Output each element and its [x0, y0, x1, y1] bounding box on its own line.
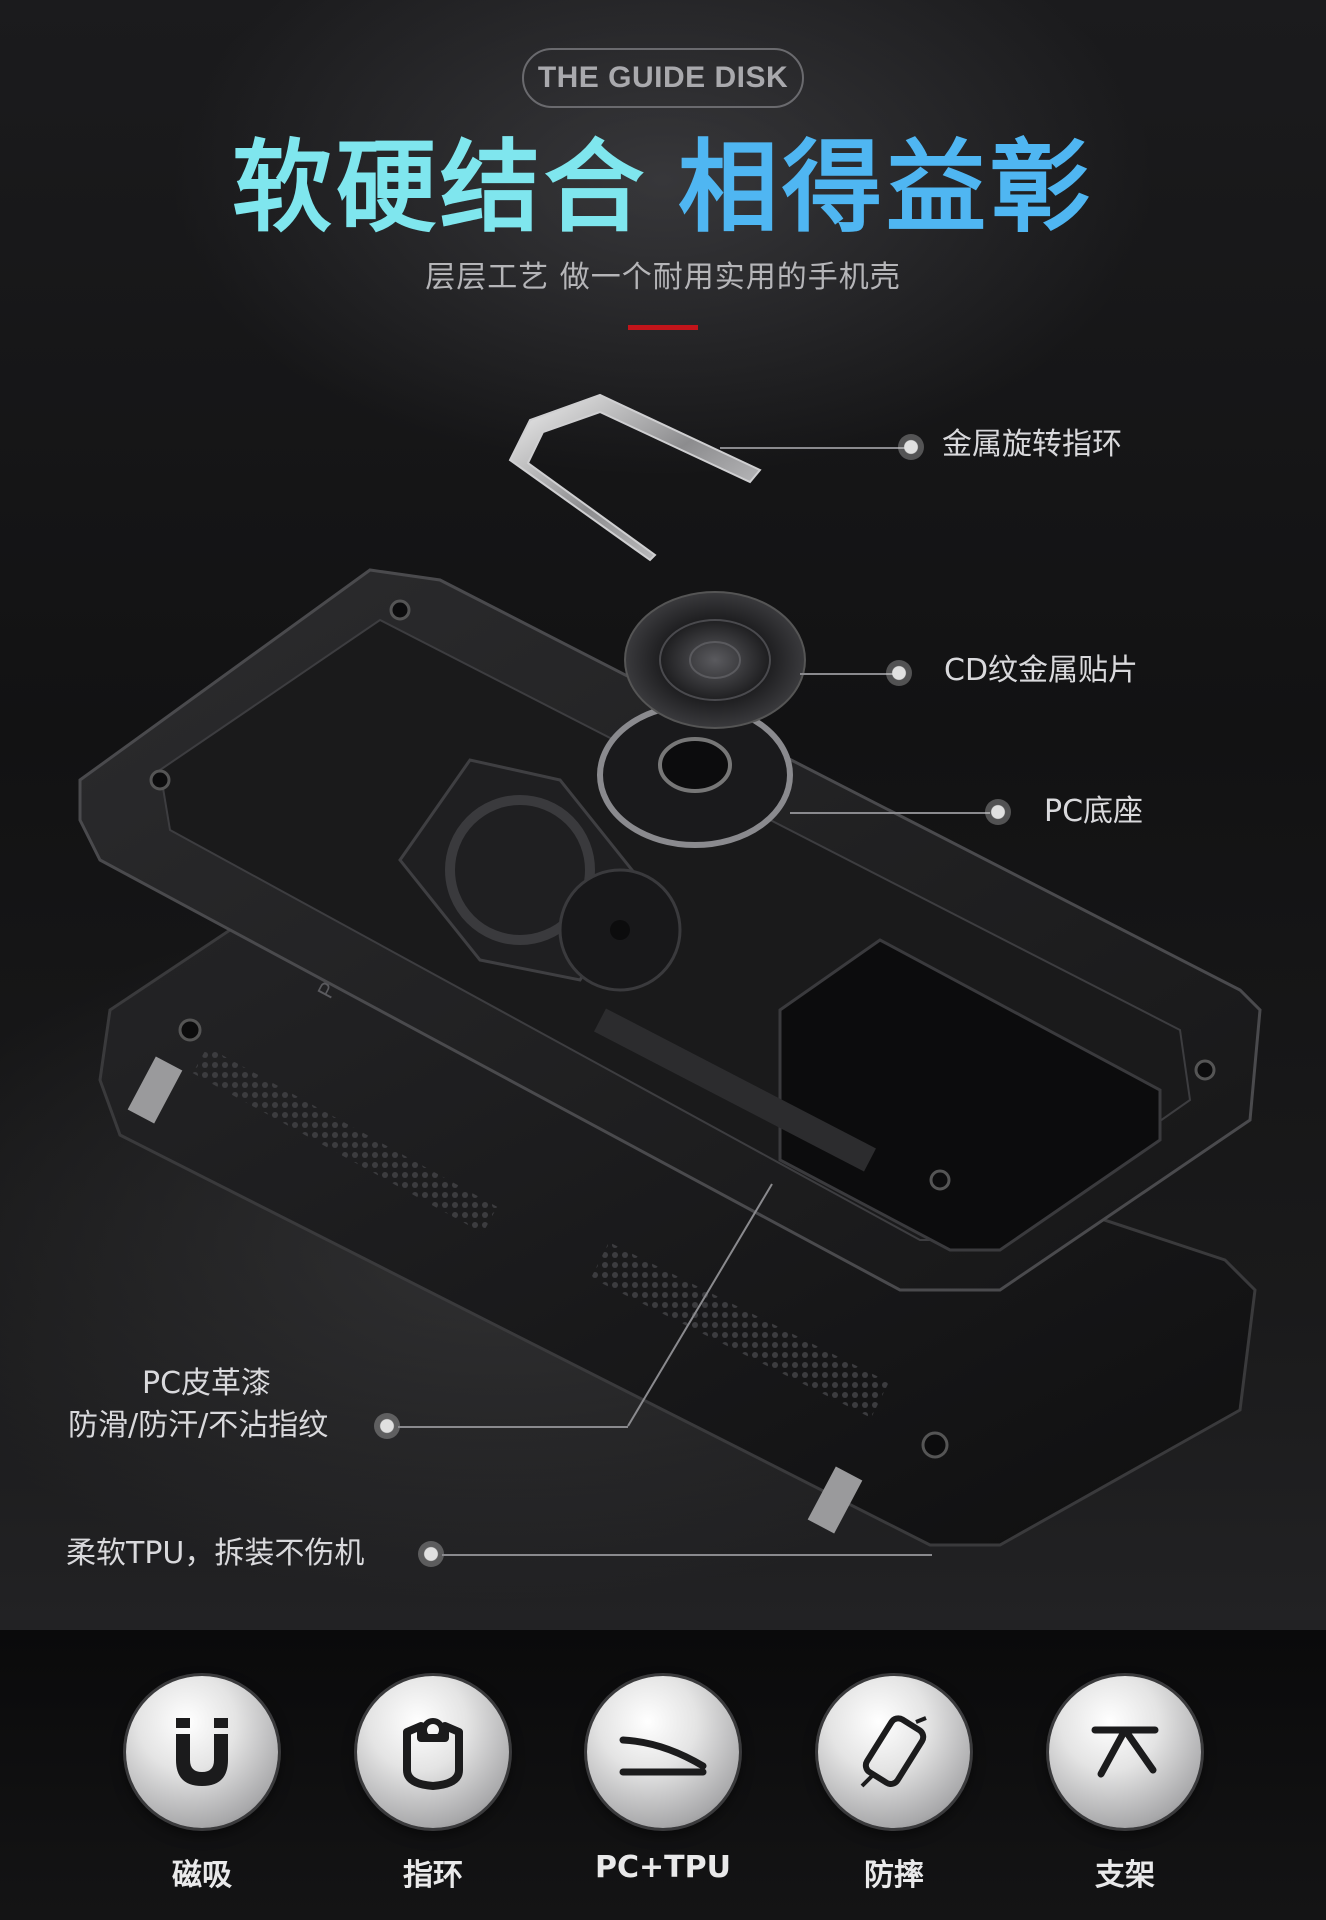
ring-callout-line	[720, 447, 910, 449]
cd-metal-plate-part	[624, 591, 806, 729]
pc-leather-callout-diagonal	[627, 1183, 773, 1427]
pc-leather-callout-line	[398, 1426, 628, 1428]
pc-base-part	[597, 702, 793, 848]
cd-plate-callout-line	[800, 673, 898, 675]
feature-ring-holder: 指环	[348, 1676, 518, 1894]
feature-label: 防摔	[864, 1858, 924, 1893]
ring-callout-dot	[898, 434, 924, 460]
headline-part-a: 软硬结合	[232, 129, 648, 246]
headline: 软硬结合相得益彰	[0, 128, 1326, 248]
pc-leather-callout-label-1: PC皮革漆	[142, 1366, 272, 1401]
pc-base-callout-label: PC底座	[1044, 794, 1144, 829]
tpu-callout-line	[442, 1554, 932, 1556]
metal-ring-part	[508, 393, 762, 562]
feature-label: 支架	[1095, 1858, 1155, 1893]
magnet-icon	[126, 1676, 278, 1828]
feature-label: 指环	[403, 1858, 463, 1893]
pc-base-callout-dot	[985, 799, 1011, 825]
ring-holder-icon	[357, 1676, 509, 1828]
feature-label: PC+TPU	[595, 1850, 731, 1885]
tpu-callout-label: 柔软TPU，拆装不伤机	[66, 1536, 365, 1571]
guide-badge: THE GUIDE DISK	[522, 48, 804, 108]
feature-label: 磁吸	[172, 1858, 232, 1893]
kickstand-icon	[1049, 1676, 1201, 1828]
pc-leather-callout-label-2: 防滑/防汗/不沾指纹	[68, 1408, 329, 1443]
hero-section: THE GUIDE DISK 软硬结合相得益彰 层层工艺 做一个耐用实用的手机壳	[0, 0, 1326, 1630]
subheadline: 层层工艺 做一个耐用实用的手机壳	[425, 260, 901, 295]
feature-kickstand: 支架	[1040, 1676, 1210, 1894]
phone-case-exploded-illustration: Pro 5G	[78, 393, 1262, 1547]
layers-icon	[587, 1676, 739, 1828]
drop-proof-phone-icon	[818, 1676, 970, 1828]
feature-pc-tpu: PC+TPU	[578, 1676, 748, 1885]
pc-frame	[78, 568, 1262, 1292]
feature-drop-proof: 防摔	[809, 1676, 979, 1894]
cd-plate-callout-dot	[886, 660, 912, 686]
ring-callout-label: 金属旋转指环	[942, 427, 1122, 462]
feature-magnetic: 磁吸	[117, 1676, 287, 1894]
pc-base-callout-line	[790, 812, 990, 814]
feature-icons-bar: 磁吸 指环 PC+TPU 防摔	[0, 1630, 1326, 1920]
pc-leather-callout-dot	[374, 1413, 400, 1439]
headline-part-b: 相得益彰	[678, 129, 1094, 246]
cd-plate-callout-label: CD纹金属贴片	[944, 653, 1139, 688]
red-divider	[628, 325, 698, 330]
tpu-callout-dot	[418, 1541, 444, 1567]
